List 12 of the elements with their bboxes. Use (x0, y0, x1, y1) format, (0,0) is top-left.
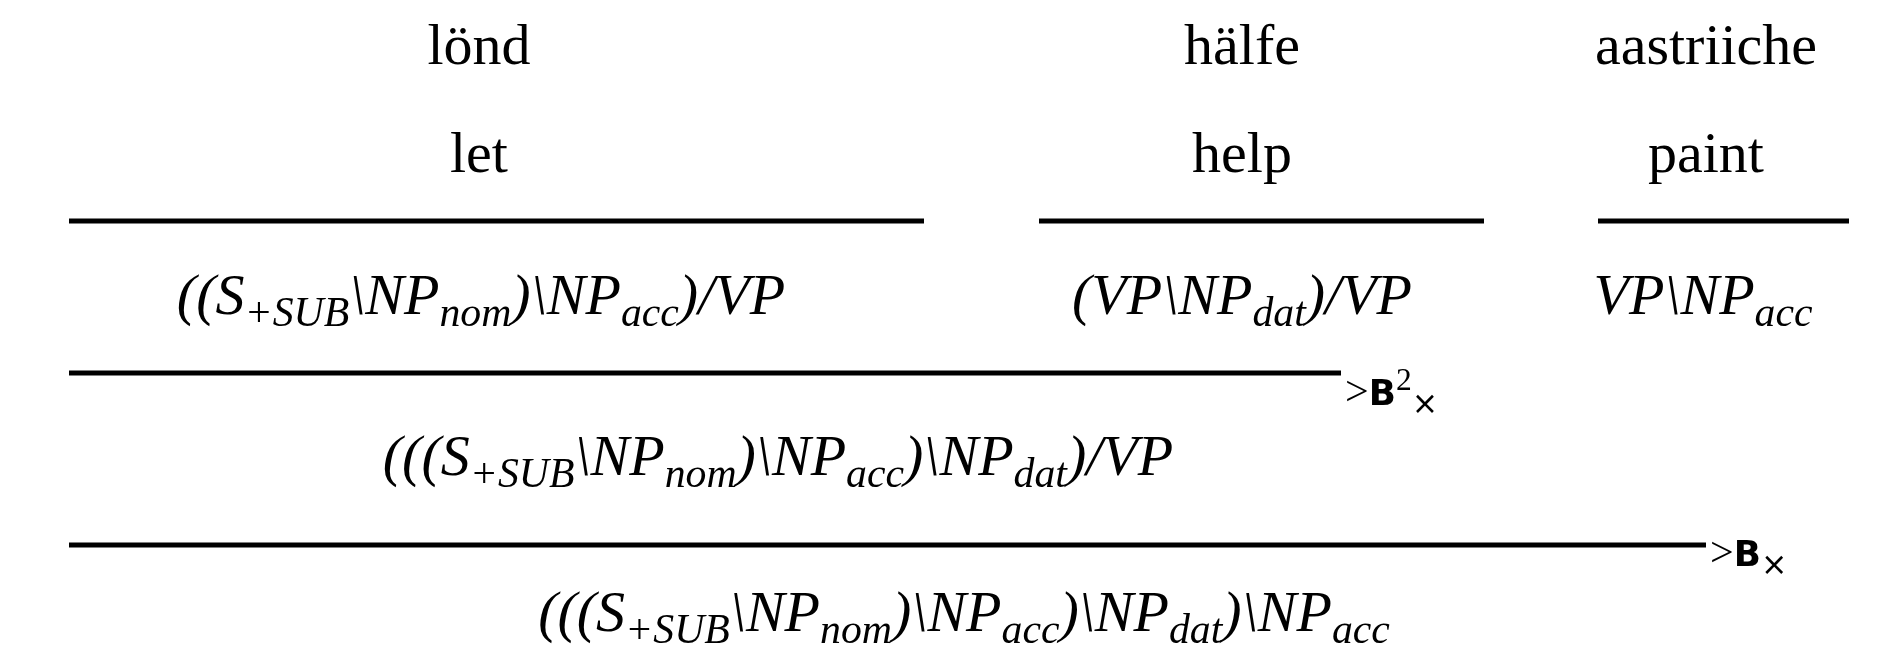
word-label: let (450, 124, 508, 182)
word-label: paint (1648, 124, 1764, 182)
word-label: help (1192, 124, 1292, 182)
category-label: VP\NP$_{acc}$ (1593, 265, 1813, 335)
category-label: (((S$_{+SUB}$\NP$_{nom}$)\NP$_{acc}$)\NP$_{dat}$)/VP (382, 426, 1174, 496)
category-label: (((S$_{+SUB}$\NP$_{nom}$)\NP$_{acc}$)\NP$_{dat}$)\NP$_{acc}$ (538, 582, 1390, 652)
category-label: ((S$_{+SUB}$\NP$_{nom}$)\NP$_{acc}$)/VP (176, 265, 786, 335)
rule-label: >B$_{×}$ (1710, 531, 1788, 581)
word-label: aastriiche (1594, 16, 1818, 74)
word-label: hälfe (1184, 16, 1300, 74)
category-label: (VP\NP$_{dat}$)/VP (1071, 265, 1413, 335)
word-label: lönd (427, 16, 531, 74)
